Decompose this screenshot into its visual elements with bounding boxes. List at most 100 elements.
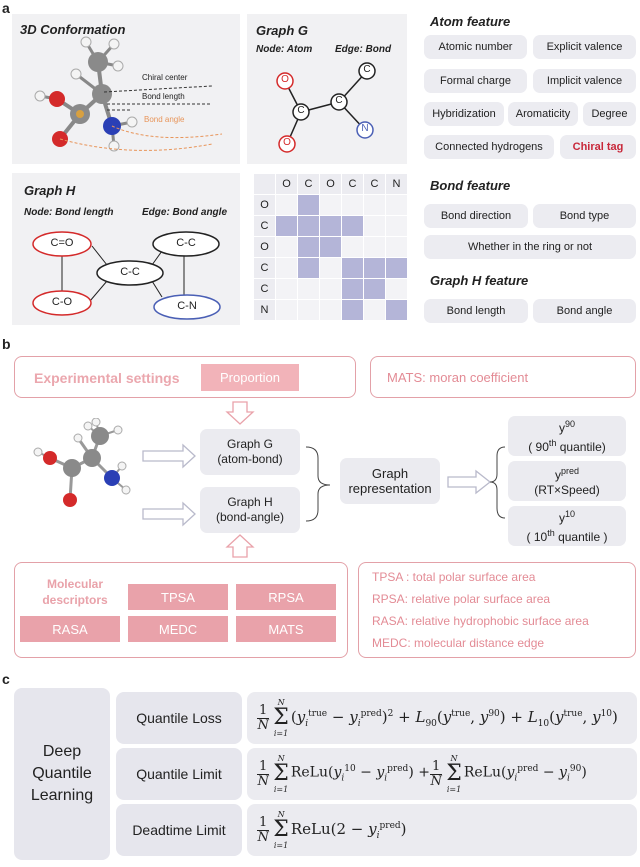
atom-node-o2: O bbox=[283, 137, 291, 148]
matrix-cell-filled bbox=[363, 257, 386, 279]
panel-label-c: c bbox=[2, 671, 10, 687]
descriptor-tpsa: TPSA bbox=[128, 584, 228, 610]
bond-node-c-double-o: C=O bbox=[50, 237, 74, 249]
graph-g-figure bbox=[276, 62, 376, 153]
atom-feature-title: Atom feature bbox=[430, 14, 511, 29]
matrix-cell-empty bbox=[385, 236, 408, 258]
matrix-cell-filled bbox=[341, 215, 364, 237]
graph-h-feature-title: Graph H feature bbox=[430, 273, 529, 288]
feature-in-ring: Whether in the ring or not bbox=[424, 235, 636, 259]
matrix-cell-filled bbox=[275, 215, 298, 237]
output-ypred-box: ypred (RT×Speed) bbox=[508, 461, 626, 501]
atom-node-o1: O bbox=[281, 74, 289, 85]
matrix-cell-empty bbox=[363, 194, 386, 216]
method-line2: Quantile bbox=[32, 765, 92, 782]
graph-h-title: Graph H bbox=[24, 183, 76, 198]
conformation-panel: 3D Conformation Chiral center Bond bbox=[12, 14, 240, 164]
molecular-descriptors-box bbox=[14, 562, 348, 658]
graph-representation-line1: Graph bbox=[371, 466, 409, 481]
output-y90-box: y90 ( 90th quantile) bbox=[508, 416, 626, 456]
feature-degree: Degree bbox=[583, 102, 636, 126]
matrix-col-header: O bbox=[275, 173, 298, 195]
molecule-ball-stick-figure bbox=[33, 418, 131, 507]
matrix-cell-filled bbox=[341, 299, 364, 321]
feature-bond-length: Bond length bbox=[424, 299, 528, 323]
graph-h-edge-label: Edge: Bond angle bbox=[142, 207, 227, 218]
matrix-row-header: O bbox=[253, 194, 276, 216]
matrix-row-header: C bbox=[253, 215, 276, 237]
bond-node-c-c-top: C-C bbox=[176, 237, 196, 249]
matrix-cell-empty bbox=[363, 299, 386, 321]
deep-quantile-learning-box: Deep Quantile Learning bbox=[14, 688, 110, 860]
feature-bond-angle: Bond angle bbox=[533, 299, 636, 323]
bond-angle-label: Bond angle bbox=[144, 115, 185, 124]
deadtime-limit-label-box: Deadtime Limit bbox=[116, 804, 242, 856]
graph-representation-box: Graph representation bbox=[340, 458, 440, 504]
panel-label-a: a bbox=[2, 0, 10, 16]
feature-formal-charge: Formal charge bbox=[424, 69, 527, 93]
flow-arrows bbox=[142, 401, 506, 558]
output-y10-box: y10 ( 10th quantile ) bbox=[508, 506, 626, 546]
matrix-col-header: O bbox=[319, 173, 342, 195]
feature-atomic-number: Atomic number bbox=[424, 35, 527, 59]
molecule-3d-figure bbox=[34, 36, 223, 152]
definition-medc: MEDC: molecular distance edge bbox=[372, 636, 545, 650]
graph-representation-line2: representation bbox=[348, 481, 432, 496]
quantile-loss-label-box: Quantile Loss bbox=[116, 692, 242, 744]
experimental-settings-box bbox=[14, 356, 356, 398]
method-line3: Learning bbox=[30, 787, 94, 804]
matrix-cell-empty bbox=[341, 194, 364, 216]
output-y10-desc: ( 10th quantile ) bbox=[526, 528, 608, 544]
quantile-limit-label-box: Quantile Limit bbox=[116, 748, 242, 800]
graph-g-panel: Graph G Node: Atom Edge: Bond O C C C N … bbox=[247, 14, 407, 164]
method-line1: Deep bbox=[42, 743, 82, 760]
matrix-row-header: C bbox=[253, 257, 276, 279]
descriptor-mats: MATS bbox=[236, 616, 336, 642]
matrix-cell-empty bbox=[385, 215, 408, 237]
matrix-col-header: N bbox=[385, 173, 408, 195]
graph-h-box-sub: (bond-angle) bbox=[215, 510, 285, 524]
graph-g-node-label: Node: Atom bbox=[256, 44, 313, 55]
molecular-descriptors-label: Molecular descriptors bbox=[42, 577, 108, 607]
feature-bond-type: Bond type bbox=[533, 204, 636, 228]
output-ypred-desc: (RT×Speed) bbox=[534, 483, 600, 497]
bond-node-c-n: C-N bbox=[177, 300, 197, 312]
atom-node-c3: C bbox=[363, 64, 371, 75]
bond-feature-title: Bond feature bbox=[430, 178, 511, 193]
graph-h-figure bbox=[32, 231, 221, 320]
matrix-cell-empty bbox=[363, 236, 386, 258]
graph-g-edge-label: Edge: Bond bbox=[335, 44, 392, 55]
graph-h-box: Graph H (bond-angle) bbox=[200, 487, 300, 533]
matrix-cell-filled bbox=[297, 236, 320, 258]
matrix-cell-empty bbox=[319, 194, 342, 216]
atom-node-c1: C bbox=[297, 105, 305, 116]
feature-bond-direction: Bond direction bbox=[424, 204, 528, 228]
bond-node-c-c-center: C-C bbox=[120, 266, 140, 278]
bond-node-c-o: C-O bbox=[51, 296, 73, 308]
matrix-cell-empty bbox=[297, 299, 320, 321]
graph-h-box-title: Graph H bbox=[227, 495, 273, 509]
descriptor-medc: MEDC bbox=[128, 616, 228, 642]
matrix-cell-filled bbox=[385, 299, 408, 321]
panel-label-b: b bbox=[2, 336, 11, 352]
descriptor-rpsa: RPSA bbox=[236, 584, 336, 610]
proportion-chip: Proportion bbox=[201, 364, 299, 391]
matrix-cell-empty bbox=[275, 278, 298, 300]
matrix-row-header: O bbox=[253, 236, 276, 258]
mats-label: MATS: moran coefficient bbox=[387, 370, 529, 385]
chiral-center-label: Chiral center bbox=[142, 73, 188, 82]
atom-node-n: N bbox=[361, 123, 369, 134]
conformation-title: 3D Conformation bbox=[20, 22, 126, 37]
graph-g-box-sub: (atom-bond) bbox=[217, 452, 283, 466]
graph-g-box-title: Graph G bbox=[226, 437, 274, 451]
matrix-cell-empty bbox=[319, 299, 342, 321]
experimental-settings-label: Experimental settings bbox=[34, 370, 180, 386]
descriptor-definitions-box bbox=[358, 562, 636, 658]
